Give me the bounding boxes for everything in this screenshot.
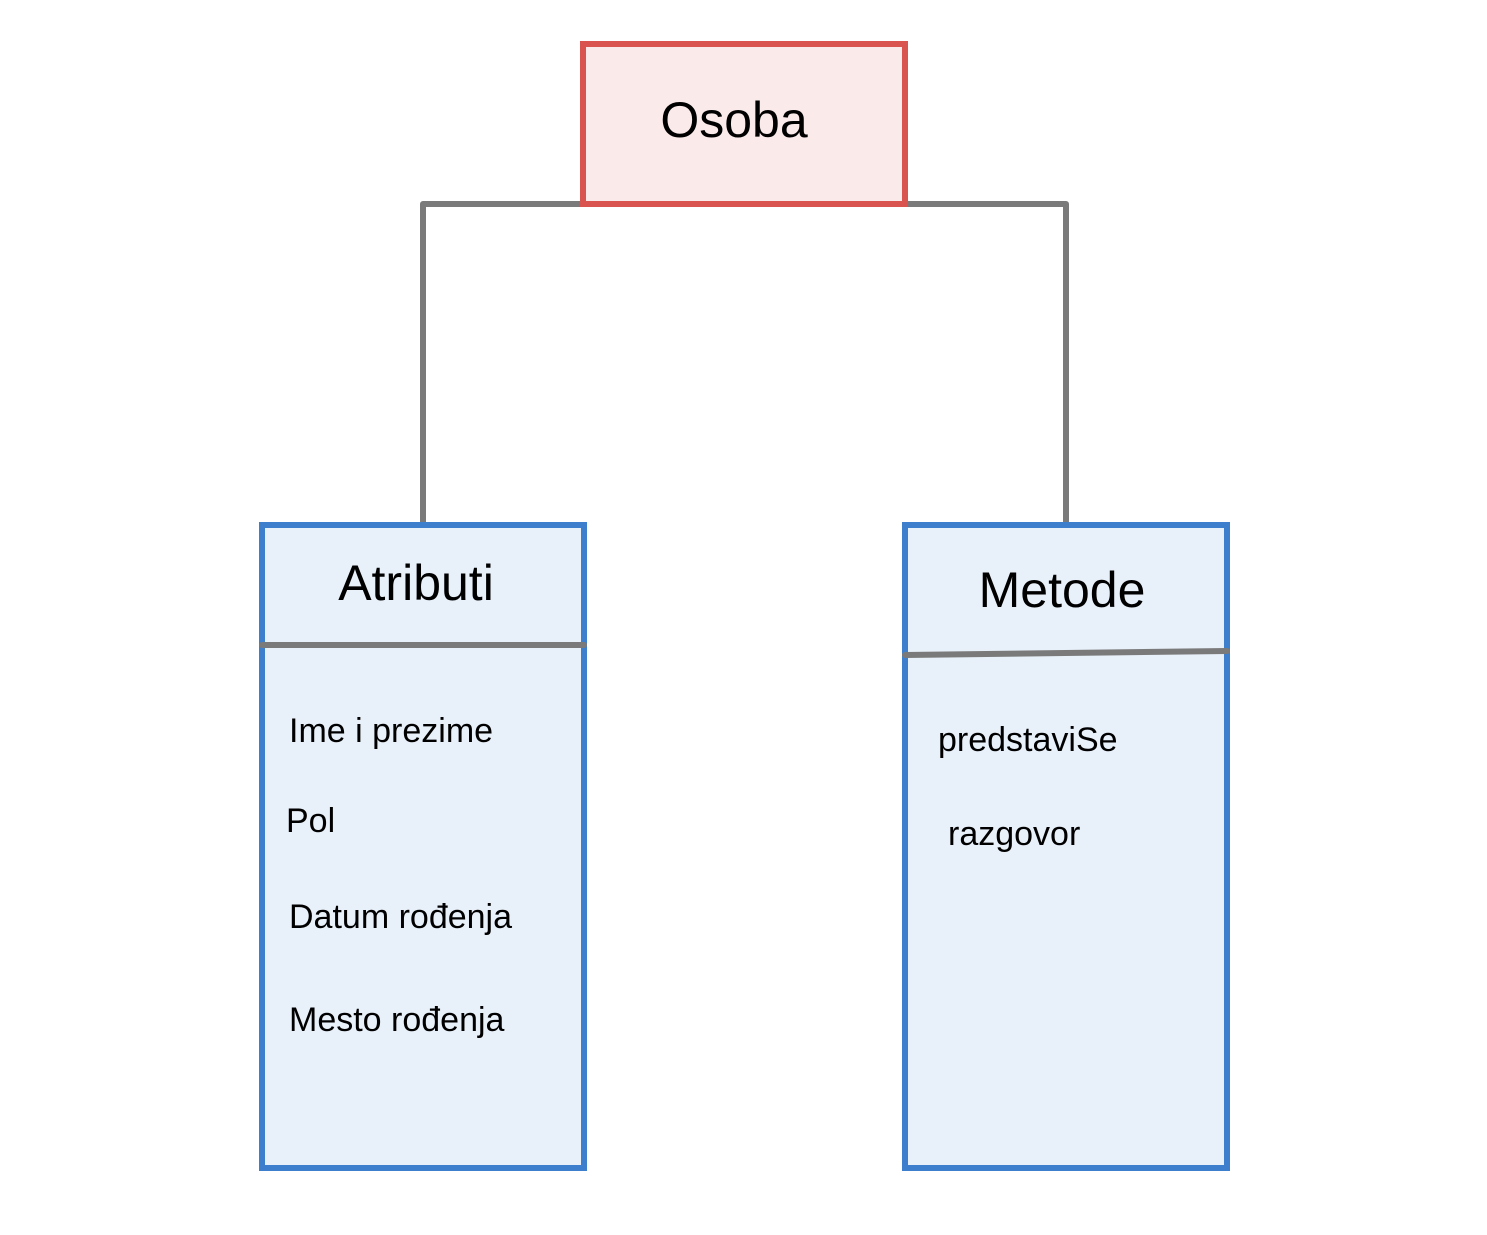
method-item: predstaviSe [938,721,1118,759]
connectors [420,201,1069,528]
connector-right [902,201,1069,528]
attribute-item: Datum rođenja [289,898,512,936]
methods-title: Metode [979,562,1146,618]
attributes-box-frame [259,522,587,1171]
attribute-item: Pol [286,802,335,840]
root-box-label: Osoba [660,92,808,148]
attribute-item: Ime i prezime [289,712,493,750]
methods-box-frame [902,522,1230,1171]
root-box-frame [580,41,908,207]
connector-left [420,201,586,528]
method-item: razgovor [948,815,1080,853]
methods-box[interactable]: Metode predstaviSe razgovor [902,522,1230,1171]
attribute-item: Mesto rođenja [289,1001,505,1039]
methods-divider [902,648,1230,658]
attributes-title: Atributi [338,555,494,611]
root-class-box[interactable]: Osoba [580,41,908,207]
attributes-box[interactable]: Atributi Ime i prezime Pol Datum rođenja… [259,522,587,1171]
